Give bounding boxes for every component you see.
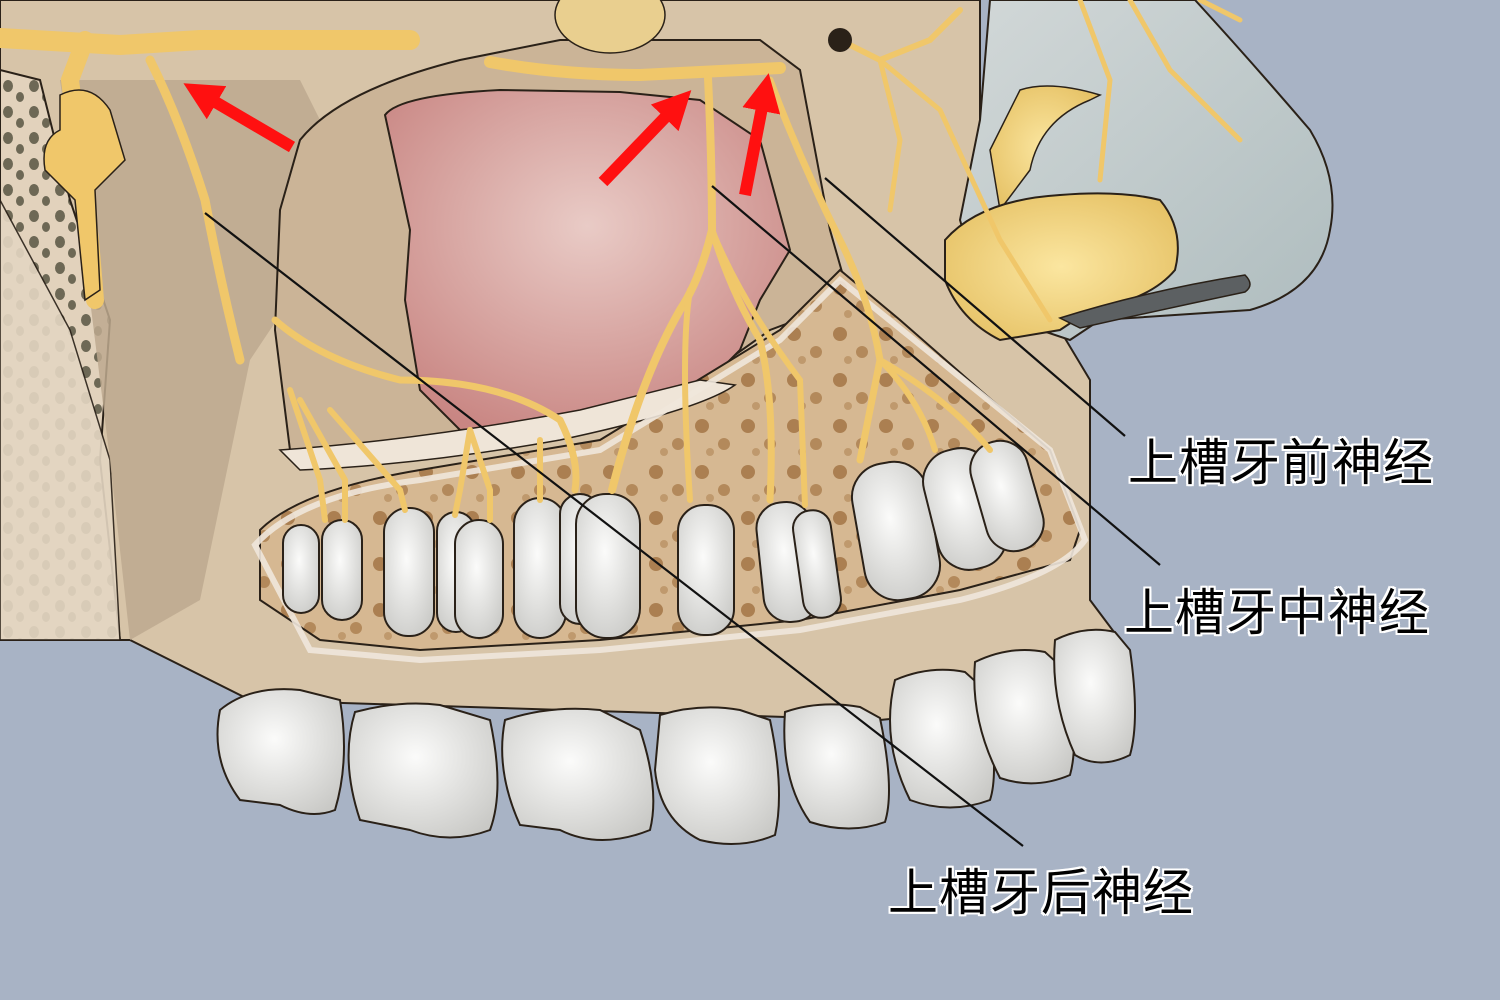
developing-teeth (282, 439, 1045, 639)
pterygopalatine-ganglion (43, 89, 126, 302)
label-anterior-superior-alveolar-nerve: 上槽牙前神经 (1128, 434, 1434, 492)
red-arrows (183, 73, 781, 197)
red-arrow-icon (739, 73, 781, 197)
leader-line-middle (711, 185, 1161, 566)
bone-fragment (554, 0, 666, 54)
leader-lines (204, 177, 1161, 847)
nerves (0, 0, 1243, 523)
leader-line-posterior (204, 212, 1024, 847)
label-posterior-superior-alveolar-nerve: 上槽牙后神经 (888, 864, 1194, 922)
red-arrow-icon (598, 90, 692, 187)
erupted-teeth (216, 628, 1136, 845)
red-arrow-icon (183, 83, 296, 153)
foramen (828, 28, 852, 52)
nose (944, 0, 1334, 342)
label-middle-superior-alveolar-nerve: 上槽牙中神经 (1124, 584, 1430, 642)
leader-line-anterior (824, 177, 1126, 437)
